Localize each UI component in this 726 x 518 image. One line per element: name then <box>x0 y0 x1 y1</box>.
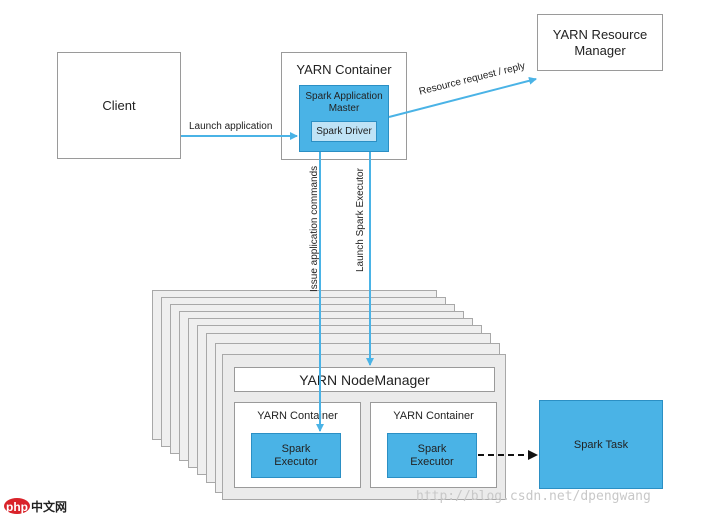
php-logo-mark <box>4 498 30 514</box>
issue-commands-label: Issue application commands <box>309 165 320 292</box>
spark-executor-right: Spark Executor <box>387 433 477 478</box>
launch-executor-label: Launch Spark Executor <box>355 168 366 272</box>
spark-executor-left: Spark Executor <box>251 433 341 478</box>
resource-request-arrow <box>388 76 537 118</box>
client-box: Client <box>57 52 181 159</box>
nodemanager-header: YARN NodeManager <box>234 367 495 392</box>
nodemanager-label: YARN NodeManager <box>299 371 430 388</box>
watermark-url: http://blog.csdn.net/dpengwang <box>416 489 651 504</box>
spark-driver-label: Spark Driver <box>316 126 372 137</box>
client-label: Client <box>102 98 136 113</box>
spark-application-master-label: Spark Application Master <box>305 91 383 114</box>
spark-task: Spark Task <box>539 400 663 489</box>
yarn-resource-manager-label: YARN Resource Manager <box>552 27 648 58</box>
yarn-resource-manager: YARN Resource Manager <box>537 14 663 71</box>
yarn-container-right-label: YARN Container <box>393 410 474 422</box>
site-logo-cn: 中文网 <box>31 500 68 514</box>
yarn-container-left-label: YARN Container <box>257 410 338 422</box>
launch-application-label: Launch application <box>189 121 273 132</box>
yarn-container-top-label: YARN Container <box>296 62 392 77</box>
spark-executor-left-label: Spark Executor <box>274 442 318 468</box>
spark-driver: Spark Driver <box>311 121 377 142</box>
spark-executor-right-label: Spark Executor <box>410 442 454 468</box>
spark-task-label: Spark Task <box>573 438 629 451</box>
site-logo-php: php <box>6 500 28 514</box>
